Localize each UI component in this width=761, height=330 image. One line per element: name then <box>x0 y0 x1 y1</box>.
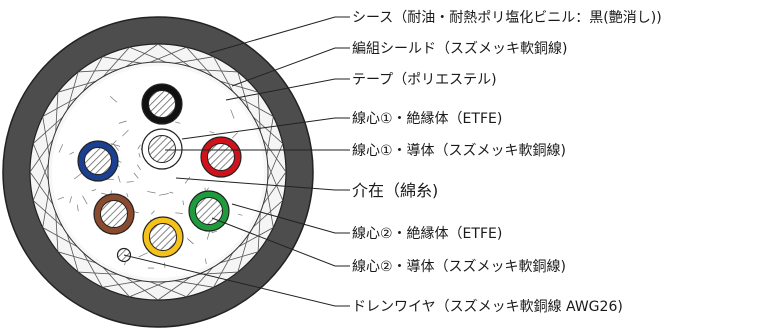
filler-fiber <box>184 176 191 184</box>
filler-fiber <box>230 109 235 119</box>
core-white-conductor <box>148 135 176 163</box>
filler-fiber <box>126 181 134 183</box>
filler-fiber <box>126 193 129 198</box>
label-core2-conductor: 線心②・導体（スズメッキ軟銅線) <box>352 259 566 275</box>
core-red-conductor <box>207 143 235 171</box>
filler-fiber <box>231 132 238 139</box>
filler-fiber <box>175 121 181 124</box>
filler-fiber <box>69 196 72 204</box>
filler-fiber <box>57 196 65 200</box>
leader-core1-insulation <box>181 117 350 140</box>
label-drain-wire: ドレンワイヤ（スズメッキ軟銅線 AWG26) <box>352 299 623 315</box>
filler-fiber <box>91 189 97 192</box>
filler-fiber <box>74 172 83 180</box>
core-black-conductor <box>148 90 176 118</box>
filler-fiber <box>169 191 174 194</box>
core-blue-conductor <box>84 147 112 175</box>
leader-braid <box>231 47 350 87</box>
filler-fiber <box>147 191 156 194</box>
filler-fiber <box>205 258 207 265</box>
leader-tape <box>225 78 350 101</box>
filler-fiber <box>76 204 79 212</box>
core-green-conductor <box>195 197 223 225</box>
core-yellow-conductor <box>149 223 177 251</box>
filler-fiber <box>133 172 139 179</box>
filler-fiber <box>159 193 169 196</box>
leader-core2-conductor <box>211 217 350 267</box>
filler-fiber <box>237 213 243 216</box>
label-core2-insulation: 線心②・絶縁体（ETFE) <box>352 226 502 242</box>
filler-fiber <box>138 152 141 158</box>
cores-group <box>77 83 242 258</box>
filler-fiber <box>211 230 218 234</box>
label-filler: 介在（綿糸) <box>352 181 438 200</box>
filler-fiber <box>206 230 211 240</box>
filler-fiber <box>82 195 88 205</box>
leader-lines <box>123 16 350 307</box>
filler-fiber <box>69 151 75 155</box>
filler-fiber <box>209 131 215 134</box>
label-braid: 編組シールド（スズメッキ軟銅線) <box>352 41 567 57</box>
leader-sheath <box>209 16 350 54</box>
leader-drain-wire <box>123 254 350 307</box>
label-core1-insulation: 線心①・絶縁体（ETFE) <box>352 111 502 127</box>
filler-fiber <box>137 144 141 150</box>
filler-fiber <box>117 175 121 183</box>
label-core1-conductor: 線心①・導体（スズメッキ軟銅線) <box>352 143 566 159</box>
leader-core2-insulation <box>231 203 350 234</box>
core-brown-conductor <box>100 200 128 228</box>
filler-fiber <box>110 140 117 147</box>
filler-fiber <box>182 200 184 206</box>
filler-fiber <box>187 238 194 245</box>
filler-fiber <box>110 143 121 147</box>
leader-filler <box>175 177 350 191</box>
filler-fiber <box>138 252 148 258</box>
filler-fiber <box>137 164 141 171</box>
filler-fiber <box>58 144 64 153</box>
filler-fiber <box>175 212 183 214</box>
filler-fiber <box>150 210 155 215</box>
filler-fiber <box>118 120 127 124</box>
filler-fiber <box>122 129 129 137</box>
label-tape: テープ（ポリエステル) <box>352 72 497 88</box>
label-sheath: シース（耐油・耐熱ポリ塩化ビニル：黒(艶消し)) <box>352 10 662 26</box>
filler-fiber <box>109 96 118 103</box>
